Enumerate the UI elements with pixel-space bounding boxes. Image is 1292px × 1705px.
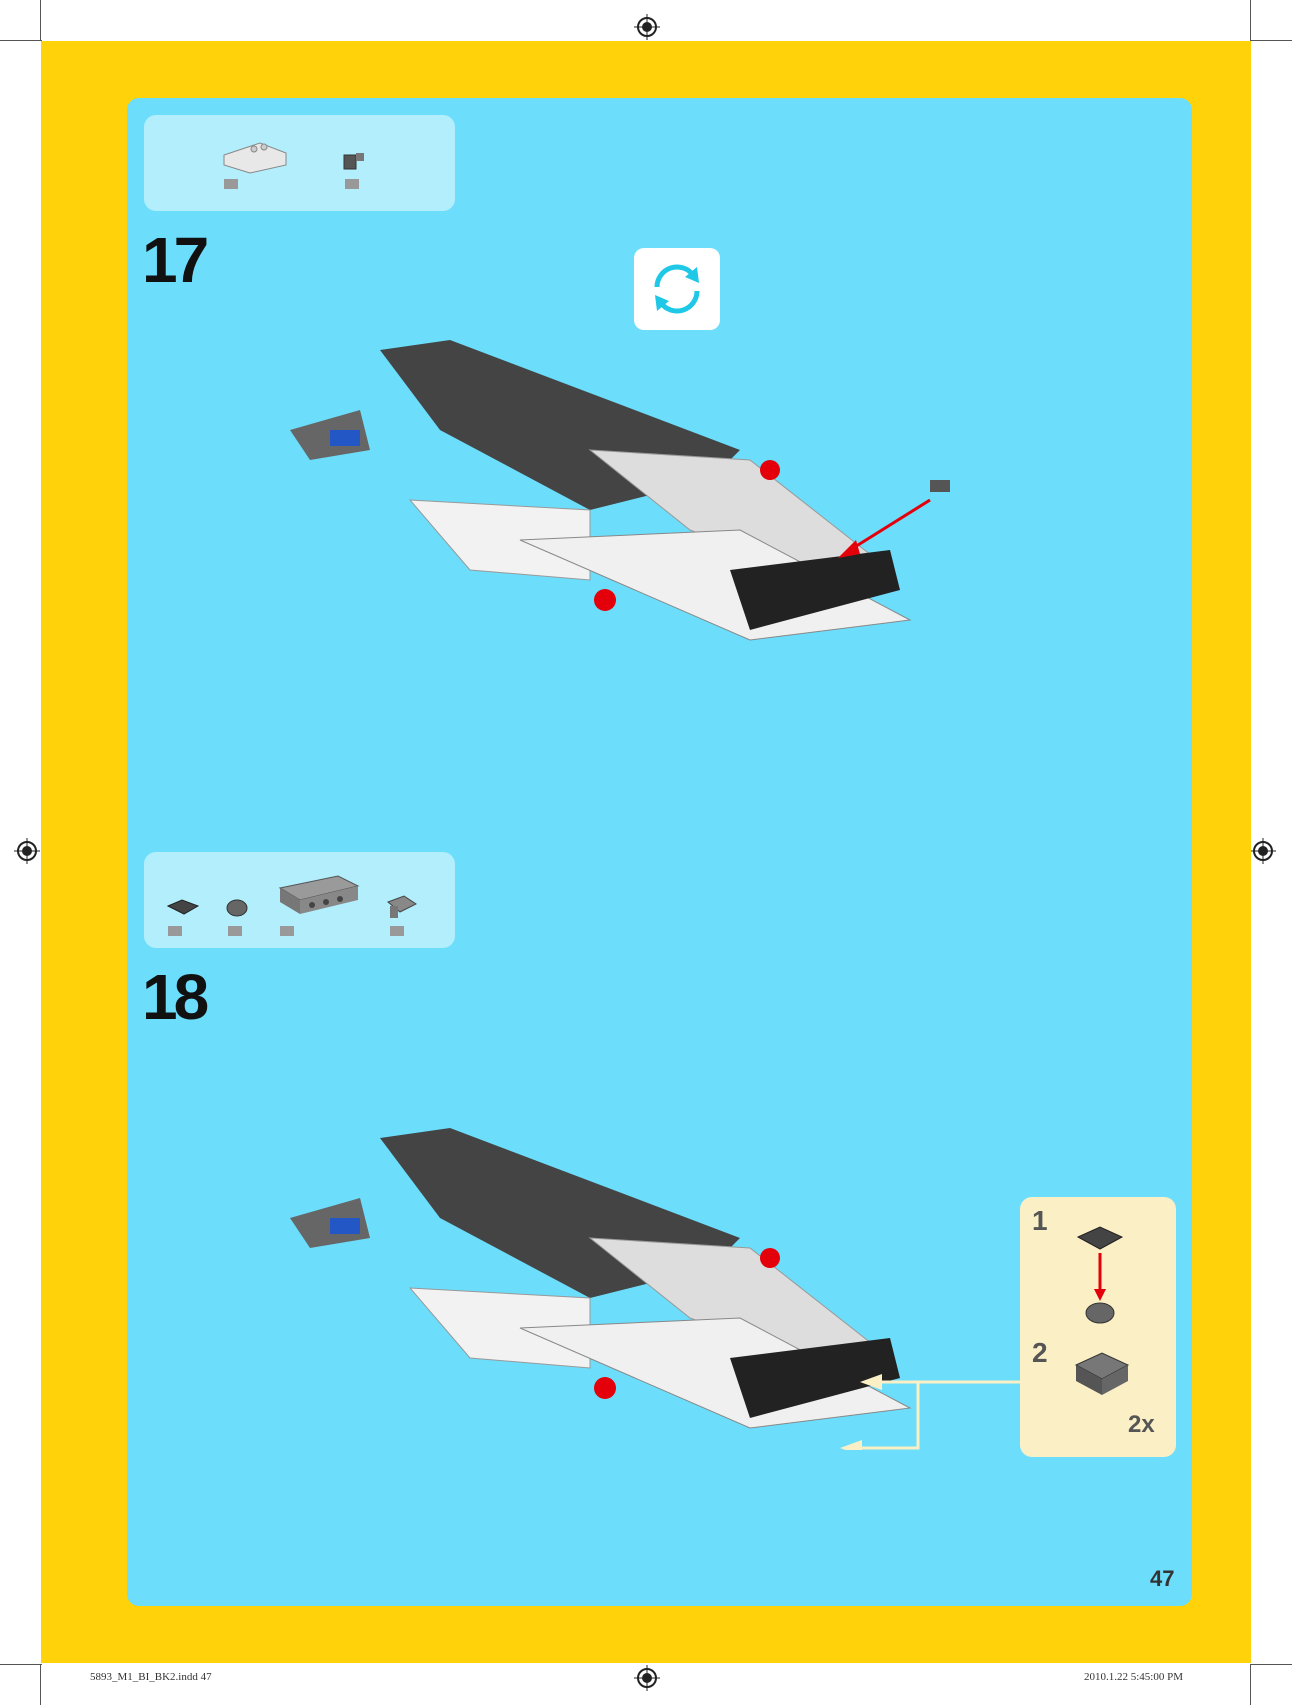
crop-mark [1250, 40, 1292, 41]
part-round-plate-icon [226, 899, 248, 917]
registration-mark-top [634, 14, 660, 40]
registration-mark-left [14, 838, 40, 864]
sub-step-1-parts [1076, 1226, 1124, 1324]
crop-mark [0, 1664, 42, 1665]
registration-mark-right [1250, 838, 1276, 864]
part-slope-brick-icon [223, 142, 287, 174]
parts-callout-step-18 [144, 852, 455, 948]
part-technic-brick-icon [278, 875, 360, 914]
part-quantity [168, 926, 182, 936]
rotate-model-icon [654, 264, 700, 314]
part-quantity [390, 926, 404, 936]
step-17-model [290, 340, 950, 641]
footer-timestamp: 2010.1.22 5:45:00 PM [1084, 1671, 1184, 1683]
part-quantity [345, 179, 359, 189]
part-quantity [224, 179, 238, 189]
footer-file-info: 5893_M1_BI_BK2.indd 47 [90, 1671, 212, 1683]
crop-mark [0, 40, 42, 41]
crop-mark [1250, 1665, 1251, 1705]
crop-mark [1250, 0, 1251, 40]
crop-mark [40, 1665, 41, 1705]
crop-mark [1250, 1664, 1292, 1665]
part-quantity [228, 926, 242, 936]
page-number: 47 [1150, 1566, 1175, 1591]
registration-mark-bottom [634, 1665, 660, 1691]
step-number-17: 17 [142, 224, 209, 296]
part-quantity [280, 926, 294, 936]
step-number-18: 18 [142, 961, 209, 1033]
step-18-model [290, 1128, 912, 1429]
part-clip-icon [387, 895, 417, 918]
part-plate-icon [166, 899, 200, 915]
sub-step-number-2: 2 [1032, 1337, 1048, 1368]
sub-step-2-part [1074, 1352, 1130, 1395]
part-pin-icon [343, 153, 364, 170]
parts-callout-step-17 [144, 115, 455, 211]
submodel-pointer-arrows [840, 1374, 1020, 1450]
crop-mark [40, 0, 41, 40]
rotate-model-box [634, 248, 720, 330]
submodel-box: 1 2 2x [1020, 1197, 1176, 1457]
submodel-quantity: 2x [1128, 1411, 1155, 1438]
sub-step-number-1: 1 [1032, 1205, 1048, 1236]
